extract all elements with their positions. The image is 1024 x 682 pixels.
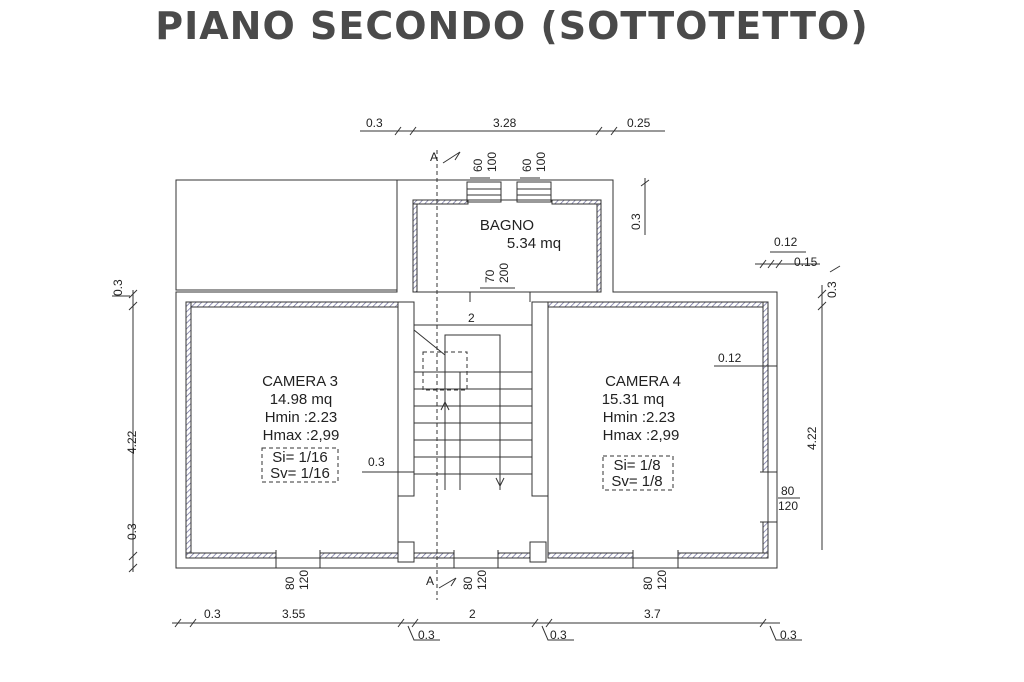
svg-text:3.7: 3.7 bbox=[644, 607, 661, 621]
dimension-bottom-offsets: 0.3 0.3 0.3 bbox=[407, 625, 802, 642]
dimension-stair-wall: 0.3 bbox=[362, 455, 414, 473]
svg-text:5.34 mq: 5.34 mq bbox=[507, 235, 561, 252]
dimension-bottom: 0.3 3.55 2 3.7 bbox=[172, 607, 780, 628]
page-title: PIANO SECONDO (SOTTOTETTO) bbox=[155, 4, 869, 48]
svg-text:CAMERA 4: CAMERA 4 bbox=[605, 373, 681, 390]
svg-text:Hmax :2,99: Hmax :2,99 bbox=[263, 427, 340, 444]
window-bottom-left-h: 120 bbox=[297, 570, 311, 590]
stair-pillar-right bbox=[529, 541, 547, 563]
dimension-right-top: 0.12 0.15 bbox=[755, 235, 820, 269]
svg-text:0.3: 0.3 bbox=[418, 628, 435, 642]
svg-text:0.3: 0.3 bbox=[125, 523, 139, 540]
dimension-right: 0.3 4.22 bbox=[805, 265, 841, 550]
window-bottom-right-w: 80 bbox=[641, 576, 655, 590]
dimension-top: 0.3 3.28 0.25 bbox=[360, 116, 665, 136]
svg-text:Hmin :2.23: Hmin :2.23 bbox=[265, 409, 338, 426]
room-bagno: BAGNO 5.34 mq bbox=[480, 217, 561, 252]
outer-wall bbox=[175, 179, 778, 569]
svg-text:2: 2 bbox=[469, 607, 476, 621]
window-bottom-left-w: 80 bbox=[283, 576, 297, 590]
svg-text:4.22: 4.22 bbox=[805, 426, 819, 450]
bagno-hatch-left bbox=[412, 199, 418, 293]
stair-wall-left bbox=[397, 301, 415, 497]
room-camera3: CAMERA 3 14.98 mq Hmin :2.23 Hmax :2,99 … bbox=[261, 373, 340, 483]
svg-text:15.31 mq: 15.31 mq bbox=[602, 391, 665, 408]
svg-text:0.3: 0.3 bbox=[368, 455, 385, 469]
camera3-hatch-top bbox=[185, 301, 399, 308]
section-mark-bottom: A bbox=[426, 574, 434, 588]
bagno-hatch-top-r bbox=[551, 199, 602, 205]
window-top-left-w: 60 bbox=[471, 158, 485, 172]
window-bottom-right-h: 120 bbox=[655, 570, 669, 590]
svg-text:0.12: 0.12 bbox=[774, 235, 798, 249]
stair-bottom-hatch-l bbox=[413, 552, 455, 559]
svg-text:3.28: 3.28 bbox=[493, 116, 517, 130]
stair-width: 2 bbox=[468, 311, 475, 325]
svg-text:Si= 1/8: Si= 1/8 bbox=[613, 457, 660, 474]
svg-text:0.3: 0.3 bbox=[550, 628, 567, 642]
window-right-w: 80 bbox=[781, 484, 795, 498]
stair-bottom-hatch-r bbox=[497, 552, 531, 559]
svg-text:0.15: 0.15 bbox=[794, 255, 818, 269]
svg-text:0.3: 0.3 bbox=[366, 116, 383, 130]
window-bottom-mid-w: 80 bbox=[461, 576, 475, 590]
door-bagno-w: 70 bbox=[483, 269, 497, 283]
svg-text:CAMERA 3: CAMERA 3 bbox=[262, 373, 338, 390]
window-top-left-h: 100 bbox=[485, 152, 499, 172]
camera3-hatch-bottom-r bbox=[319, 552, 399, 559]
camera4-hatch-bottom-l bbox=[547, 552, 634, 559]
svg-text:0.12: 0.12 bbox=[718, 351, 742, 365]
camera4-hatch-top bbox=[547, 301, 769, 308]
window-bottom-mid-h: 120 bbox=[475, 570, 489, 590]
window-right-h: 120 bbox=[778, 499, 798, 513]
room-camera4: CAMERA 4 15.31 mq Hmin :2.23 Hmax :2,99 … bbox=[602, 373, 681, 491]
svg-text:Sv= 1/16: Sv= 1/16 bbox=[270, 465, 330, 482]
stair-pillar-left bbox=[397, 541, 415, 563]
door-bagno-h: 200 bbox=[497, 263, 511, 283]
svg-text:4.22: 4.22 bbox=[125, 430, 139, 454]
stair-wall-right bbox=[531, 301, 549, 497]
bagno-hatch-top-l bbox=[412, 199, 469, 205]
svg-text:Si= 1/16: Si= 1/16 bbox=[272, 449, 327, 466]
svg-text:0.3: 0.3 bbox=[780, 628, 797, 642]
svg-text:0.3: 0.3 bbox=[204, 607, 221, 621]
camera3-hatch-bottom-l bbox=[185, 552, 277, 559]
dimension-camera4-wall: 0.12 bbox=[714, 351, 777, 367]
svg-text:Hmax :2,99: Hmax :2,99 bbox=[603, 427, 680, 444]
svg-text:3.55: 3.55 bbox=[282, 607, 306, 621]
staircase bbox=[413, 329, 532, 490]
svg-text:14.98 mq: 14.98 mq bbox=[270, 391, 333, 408]
bagno-window-right bbox=[516, 181, 552, 203]
camera3-hatch-left bbox=[185, 301, 192, 559]
svg-text:0.3: 0.3 bbox=[629, 213, 643, 230]
svg-text:0.25: 0.25 bbox=[627, 116, 651, 130]
bagno-window-left bbox=[466, 181, 502, 203]
svg-text:BAGNO: BAGNO bbox=[480, 217, 534, 234]
svg-text:Hmin :2.23: Hmin :2.23 bbox=[603, 409, 676, 426]
camera4-hatch-right bbox=[762, 301, 769, 473]
svg-text:Sv= 1/8: Sv= 1/8 bbox=[611, 473, 662, 490]
terrace-outline bbox=[175, 179, 398, 291]
dimension-left: 0.3 4.22 0.3 bbox=[111, 279, 139, 573]
section-mark-top: A bbox=[430, 150, 438, 164]
svg-text:0.3: 0.3 bbox=[111, 279, 125, 296]
window-top-right-h: 100 bbox=[534, 152, 548, 172]
dimension-bagno-right: 0.3 bbox=[629, 178, 650, 235]
bagno-hatch-right bbox=[596, 199, 602, 293]
svg-text:0.3: 0.3 bbox=[825, 281, 839, 298]
camera4-hatch-bottom-r bbox=[677, 552, 769, 559]
window-top-right-w: 60 bbox=[520, 158, 534, 172]
